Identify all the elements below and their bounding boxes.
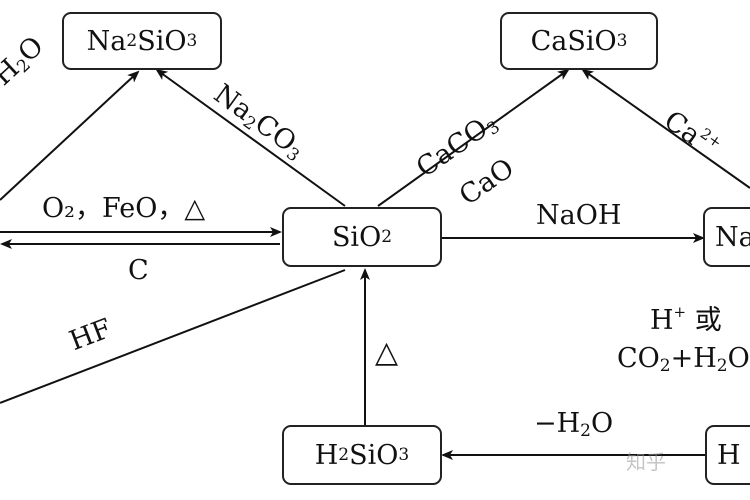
arrow-sio2-hf-line xyxy=(0,269,346,404)
arrow-right-to-casio3 xyxy=(581,68,750,189)
node-naoh-product-partial: Na xyxy=(703,207,750,267)
label-c: C xyxy=(128,255,149,286)
arrow-sio2-to-casio3 xyxy=(377,68,570,207)
arrow-sio2-to-na2sio3 xyxy=(155,68,346,207)
label-o2-feo-heat: O₂，FeO，△ xyxy=(42,193,206,224)
label-co2-h2o-partial: CO2+H2O xyxy=(617,343,750,376)
label-minus-h2o: −H2O xyxy=(534,408,614,441)
label-naoh: NaOH xyxy=(536,200,622,231)
label-heat: △ xyxy=(375,335,399,370)
node-right-bottom-text: H xyxy=(717,439,741,471)
node-naoh-product-text: Na xyxy=(715,221,750,253)
arrow-left-to-na2sio3 xyxy=(0,70,140,201)
node-right-bottom-partial: H xyxy=(705,425,750,485)
watermark-text: 知乎 xyxy=(626,450,666,474)
label-h-or: H+ 或 xyxy=(650,303,722,336)
